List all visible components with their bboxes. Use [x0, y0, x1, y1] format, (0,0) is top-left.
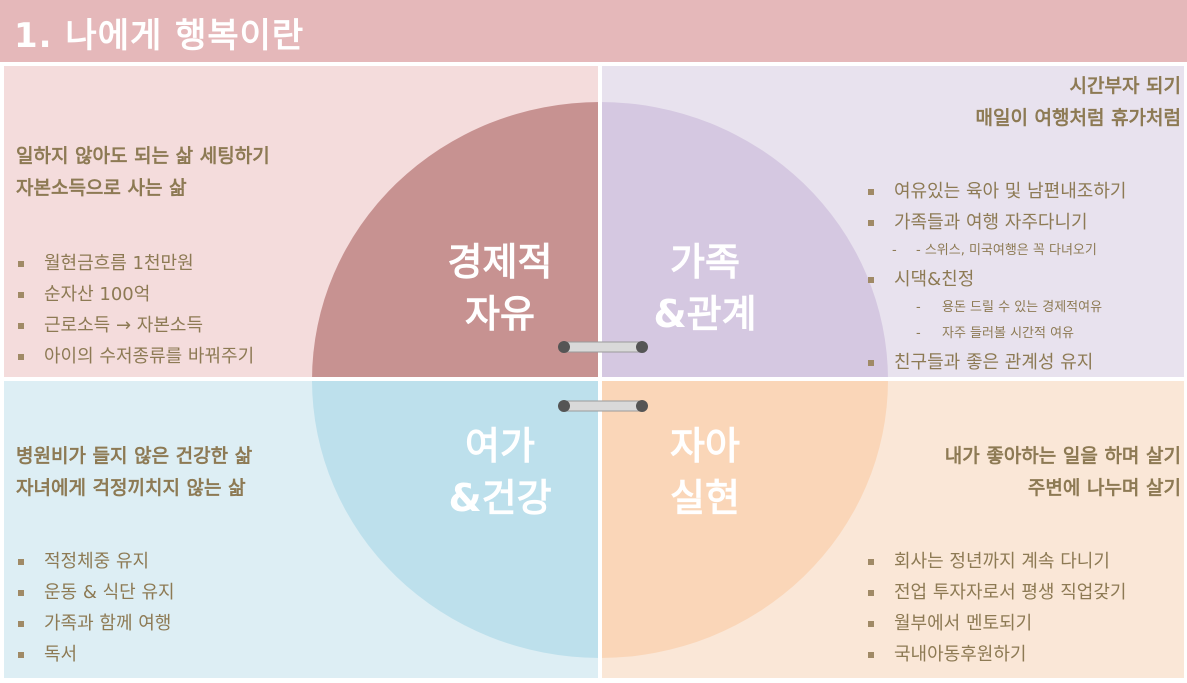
list-item: 친구들과 좋은 관계성 유지: [866, 347, 1126, 378]
list-item: 순자산 100억: [16, 279, 254, 310]
family-heading-2: 매일이 여행처럼 휴가처럼: [975, 107, 1181, 129]
list-subitem: 자주 들러볼 시간적 여유: [866, 321, 1126, 347]
list-item: 독서: [16, 639, 175, 670]
ring-connector-bottom: [558, 400, 648, 412]
list-item: 전업 투자자로서 평생 직업갖기: [866, 577, 1126, 608]
label-leisure-line2: &건강: [448, 476, 552, 520]
label-economic-line1: 경제적: [447, 240, 553, 284]
list-item: 적정체중 유지: [16, 546, 175, 577]
label-self: 자아 실현: [625, 420, 785, 524]
self-heading-2: 주변에 나누며 살기: [1027, 477, 1181, 499]
wedge-leisure: [312, 380, 600, 658]
label-economic: 경제적 자유: [420, 236, 580, 340]
list-item: 근로소득 → 자본소득: [16, 310, 254, 341]
family-headings: 시간부자 되기 매일이 여행처럼 휴가처럼: [975, 70, 1181, 134]
leisure-heading-2: 자녀에게 걱정끼치지 않는 삶: [16, 477, 246, 499]
label-leisure: 여가 &건강: [420, 420, 580, 524]
label-self-line2: 실현: [670, 476, 740, 520]
list-item: 시댁&친정: [866, 264, 1126, 295]
wedge-self: [600, 380, 888, 658]
label-leisure-line1: 여가: [465, 424, 535, 468]
economic-list: 월현금흐름 1천만원 순자산 100억 근로소득 → 자본소득 아이의 수저종류…: [16, 248, 254, 372]
list-item: 여유있는 육아 및 남편내조하기: [866, 176, 1126, 207]
economic-headings: 일하지 않아도 되는 삶 세팅하기 자본소득으로 사는 삶: [16, 140, 270, 204]
label-economic-line2: 자유: [465, 292, 535, 336]
economic-heading-1: 일하지 않아도 되는 삶 세팅하기: [16, 145, 270, 167]
wedge-economic: [312, 102, 600, 380]
label-self-line1: 자아: [670, 424, 740, 468]
leisure-heading-1: 병원비가 들지 않은 건강한 삶: [16, 445, 253, 467]
list-item: 월현금흐름 1천만원: [16, 248, 254, 279]
title-bar: 1. 나에게 행복이란: [0, 0, 1187, 62]
ring-connector-top: [558, 341, 648, 353]
list-item: 월부에서 멘토되기: [866, 608, 1126, 639]
page-title: 1. 나에게 행복이란: [14, 16, 305, 56]
economic-heading-2: 자본소득으로 사는 삶: [16, 177, 187, 199]
list-item: 아이의 수저종류를 바꿔주기: [16, 341, 254, 372]
list-subitem-text: - 스위스, 미국여행은 꼭 다녀오기: [916, 243, 1097, 258]
self-headings: 내가 좋아하는 일을 하며 살기 주변에 나누며 살기: [945, 440, 1181, 504]
label-family: 가족 &관계: [620, 236, 790, 340]
leisure-headings: 병원비가 들지 않은 건강한 삶 자녀에게 걱정끼치지 않는 삶: [16, 440, 252, 504]
list-item: 국내아동후원하기: [866, 639, 1126, 670]
list-item: 회사는 정년까지 계속 다니기: [866, 546, 1126, 577]
wedge-family: [600, 102, 888, 380]
label-family-line2: &관계: [653, 292, 757, 336]
label-family-line1: 가족: [670, 240, 740, 284]
self-list: 회사는 정년까지 계속 다니기 전업 투자자로서 평생 직업갖기 월부에서 멘토…: [866, 546, 1126, 670]
self-heading-1: 내가 좋아하는 일을 하며 살기: [944, 445, 1181, 467]
family-heading-1: 시간부자 되기: [1069, 75, 1182, 97]
list-item: 가족과 함께 여행: [16, 608, 175, 639]
leisure-list: 적정체중 유지 운동 & 식단 유지 가족과 함께 여행 독서: [16, 546, 175, 670]
list-subitem: - 스위스, 미국여행은 꼭 다녀오기: [866, 238, 1126, 264]
list-item: 가족들과 여행 자주다니기: [866, 207, 1126, 238]
family-list: 여유있는 육아 및 남편내조하기 가족들과 여행 자주다니기 - 스위스, 미국…: [866, 176, 1126, 378]
list-item: 운동 & 식단 유지: [16, 577, 175, 608]
list-subitem: 용돈 드릴 수 있는 경제적여유: [866, 295, 1126, 321]
